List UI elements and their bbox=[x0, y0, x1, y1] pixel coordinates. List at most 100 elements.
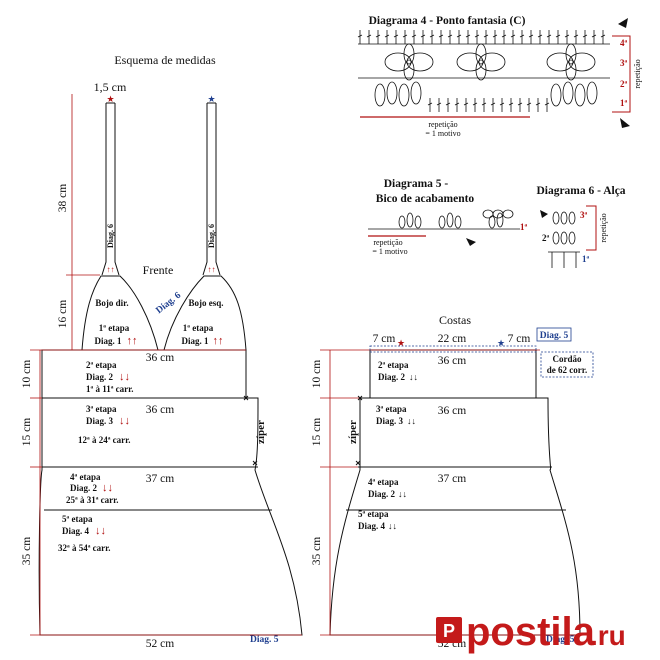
back-title: Costas bbox=[439, 313, 471, 327]
diagram4-repeat-1: repetição bbox=[428, 120, 457, 129]
stitch-cross bbox=[528, 34, 534, 38]
back-top-diag-box bbox=[536, 327, 572, 342]
front-stage-2: 2ª etapa bbox=[86, 360, 117, 370]
front-stage-2-rows: 1ª à 11ª carr. bbox=[86, 384, 134, 394]
back-width-1: 36 cm bbox=[438, 355, 466, 367]
back-stage-4-diag: Diag. 2 bbox=[368, 489, 396, 499]
back-width-3: 37 cm bbox=[438, 473, 466, 485]
strap-diag-right: Diag. 6 bbox=[207, 224, 216, 248]
front-height-1: 10 cm bbox=[21, 360, 33, 388]
strap-arrow-right: ↑↑ bbox=[208, 265, 216, 274]
back-stage-5-arrows: ↓↓ bbox=[388, 521, 397, 531]
back-height-2: 15 cm bbox=[311, 418, 323, 446]
strap-width-label: 1,5 cm bbox=[94, 80, 127, 94]
strap-star-left-icon: ★ bbox=[106, 94, 114, 104]
strap-height-label: 38 cm bbox=[57, 184, 69, 212]
stitch-cross bbox=[411, 34, 417, 38]
back-top-mid: 22 cm bbox=[438, 333, 466, 345]
stitch-cross bbox=[517, 102, 523, 106]
front-dimension-lines bbox=[30, 94, 302, 636]
cord-box bbox=[540, 351, 594, 378]
front-stage-4-diag: Diag. 2 bbox=[70, 483, 98, 493]
stitch-cross bbox=[499, 102, 505, 106]
stitch-cross bbox=[436, 102, 442, 106]
diagram4-row-1: 1ª bbox=[620, 98, 628, 108]
left-strap bbox=[101, 102, 120, 276]
front-stage-4: 4ª etapa bbox=[70, 472, 101, 482]
stitch-cross bbox=[375, 34, 381, 38]
diagram4-bracket bbox=[612, 35, 631, 113]
diagram4-row-2: 2ª bbox=[620, 79, 628, 89]
schema-title: Esquema de medidas bbox=[114, 53, 216, 67]
stitch-cross bbox=[384, 34, 390, 38]
stitch-cross bbox=[591, 34, 597, 38]
diagram6-row-2: 2ª bbox=[542, 233, 550, 243]
back-height-1: 10 cm bbox=[311, 360, 323, 388]
stitch-cross bbox=[357, 34, 363, 38]
front-height-3: 35 cm bbox=[21, 537, 33, 565]
front-stage-3: 3ª etapa bbox=[86, 404, 117, 414]
diagram5-title-1: Diagrama 5 - bbox=[384, 178, 449, 190]
stitch-cross bbox=[564, 34, 570, 38]
front-zipper bbox=[243, 395, 258, 466]
diagram6-row-1: 1ª bbox=[582, 254, 590, 264]
back-hem-diag: Diag. 5 bbox=[546, 635, 575, 645]
cup-right-arrows: ↑↑ bbox=[213, 335, 224, 347]
diagram4-row-3: 3ª bbox=[620, 58, 628, 68]
cup-height-label: 16 cm bbox=[57, 300, 69, 328]
stitch-cross bbox=[465, 34, 471, 38]
stitch-cross bbox=[420, 34, 426, 38]
cord-label-1: Cordão bbox=[553, 354, 582, 364]
back-stage-2: 2ª etapa bbox=[378, 360, 409, 370]
front-stage-3-diag: Diag. 3 bbox=[86, 416, 114, 426]
front-width-2: 36 cm bbox=[146, 404, 174, 416]
stitch-cross bbox=[393, 34, 399, 38]
diagram5-repeat-1: repetição bbox=[373, 238, 402, 247]
diagram5-title-2: Bico de acabamento bbox=[376, 193, 475, 205]
front-stage-5-rows: 32ª à 54ª carr. bbox=[58, 543, 111, 553]
cup-right-stage: 1ª etapa bbox=[183, 323, 214, 333]
back-stage-2-diag: Diag. 2 bbox=[378, 372, 406, 382]
back-stage-3: 3ª etapa bbox=[376, 404, 407, 414]
stitch-cross bbox=[546, 34, 552, 38]
front-stage-2-diag: Diag. 2 bbox=[86, 372, 114, 382]
back-stage-4-arrows: ↓↓ bbox=[398, 489, 407, 499]
right-strap bbox=[202, 102, 221, 276]
stitch-cross bbox=[366, 34, 372, 38]
front-stage-3-rows: 12ª à 24ª carr. bbox=[78, 435, 131, 445]
strap-arrow-left: ↑↑ bbox=[107, 265, 115, 274]
cup-left-arrows: ↑↑ bbox=[127, 335, 138, 347]
diagram5-arrow-icon bbox=[466, 238, 476, 246]
back-dimension-lines bbox=[320, 349, 580, 636]
diagram6-stitches bbox=[548, 211, 580, 268]
back-top-band bbox=[369, 345, 537, 353]
back-stage-3-arrows: ↓↓ bbox=[407, 416, 416, 426]
stitch-cross bbox=[573, 34, 579, 38]
back-top-right: 7 cm bbox=[508, 333, 531, 345]
stitch-cross bbox=[454, 102, 460, 106]
diagram4-end-arrow-icon bbox=[620, 118, 630, 128]
stitch-cross bbox=[508, 102, 514, 106]
front-stage-4-rows: 25ª à 31ª carr. bbox=[66, 495, 119, 505]
stitch-cross bbox=[555, 34, 561, 38]
cord-label-2: de 62 corr. bbox=[547, 365, 587, 375]
stitch-cross bbox=[483, 34, 489, 38]
cup-left-diag: Diag. 1 bbox=[95, 336, 123, 346]
diagram5-repeat-2: = 1 motivo bbox=[372, 247, 407, 256]
watermark: P postila .ru bbox=[436, 610, 626, 654]
front-width-3: 37 cm bbox=[146, 473, 174, 485]
front-stage-2-arrows: ↓↓ bbox=[119, 371, 130, 383]
front-stage-3-arrows: ↓↓ bbox=[119, 415, 130, 427]
cup-right-label: Bojo esq. bbox=[188, 298, 223, 308]
strap-star-right-icon: ★ bbox=[207, 94, 215, 104]
stitch-cross bbox=[544, 102, 550, 106]
back-top-left: 7 cm bbox=[373, 333, 396, 345]
stitch-cross bbox=[537, 34, 543, 38]
stitch-cross bbox=[447, 34, 453, 38]
diagram6-repeat-side: repetição bbox=[599, 213, 608, 242]
diagram4-row-4: 4ª bbox=[620, 38, 628, 48]
stitch-cross bbox=[438, 34, 444, 38]
back-top-diag: Diag. 5 bbox=[540, 331, 569, 341]
diagram4-title: Diagrama 4 - Ponto fantasia (C) bbox=[369, 15, 526, 27]
